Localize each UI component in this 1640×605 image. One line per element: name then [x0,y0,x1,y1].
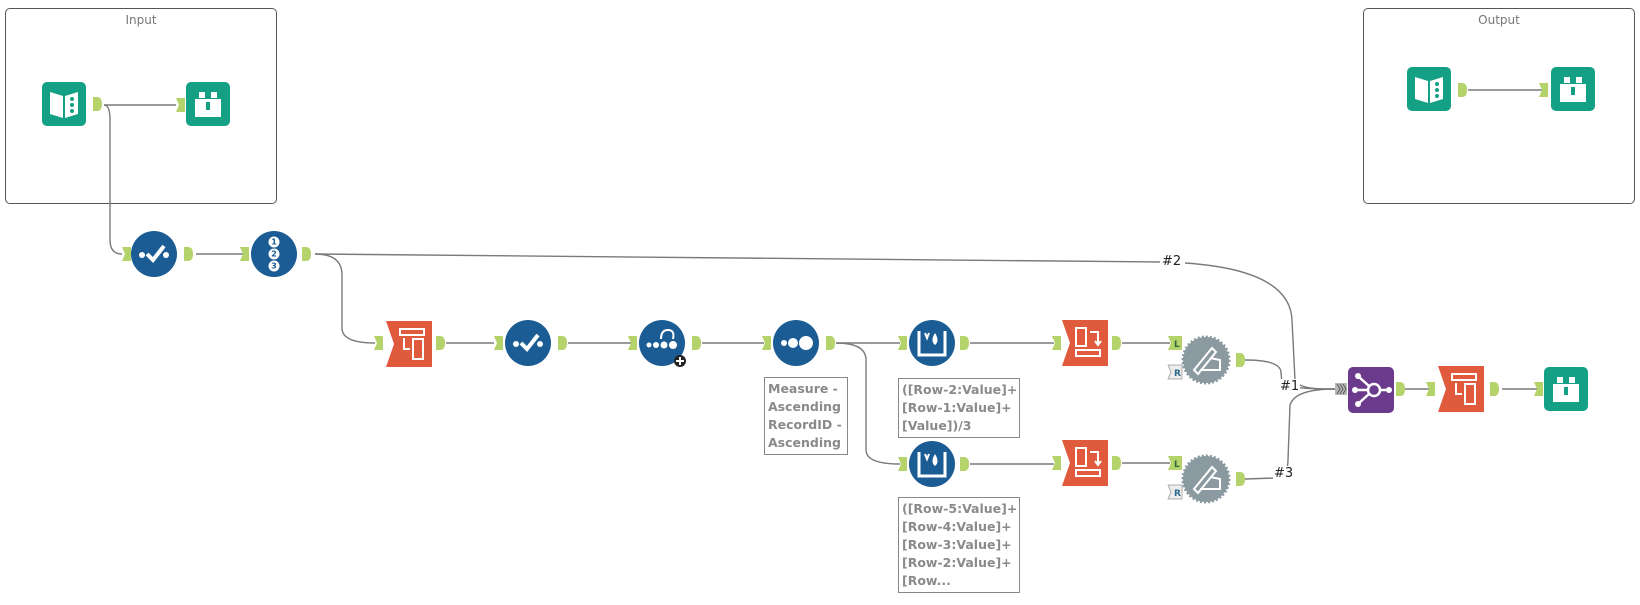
tool-union-1[interactable] [1348,367,1394,413]
output-anchor[interactable] [826,336,835,350]
svg-text:3: 3 [271,262,277,271]
output-anchor[interactable] [436,336,445,350]
tool-multi-row-formula-2[interactable] [909,441,955,487]
anchor-label-l: L [1174,460,1180,470]
output-anchor[interactable] [558,336,567,350]
anchor-label-l: L [1174,340,1180,350]
output-anchor[interactable] [184,247,193,261]
output-anchor[interactable] [960,336,969,350]
left-anchor[interactable]: L [1168,336,1182,350]
tool-generate-rows-1[interactable] [639,320,686,367]
wire-recordid-to-union-2[interactable] [314,253,1161,263]
output-anchor[interactable] [1112,456,1121,470]
tool-cross-tab-2[interactable] [1062,440,1108,486]
tool-browse-2[interactable] [1544,367,1588,411]
tool-transpose-1[interactable] [386,321,432,367]
anchor-label-r: R [1174,369,1181,379]
tool-disabled-2[interactable] [1181,454,1231,504]
wire-sort-to-mrf2[interactable] [835,342,901,465]
input-anchor[interactable] [374,336,383,350]
wire-input-to-select[interactable] [103,104,123,255]
input-anchor[interactable] [1052,456,1061,470]
anchor-label-r: R [1174,489,1181,499]
output-anchor[interactable] [302,247,311,261]
output-anchor[interactable] [93,97,102,111]
output-anchor[interactable] [1490,382,1499,396]
output-anchor[interactable] [1236,353,1245,367]
connection-label-1: #1 [1279,379,1301,394]
output-anchor[interactable] [1112,336,1121,350]
tool-browse-3[interactable] [1551,67,1595,111]
wire-recordid-to-transpose[interactable] [314,253,376,344]
output-anchor[interactable] [1458,83,1467,97]
tool-select-1[interactable] [131,231,177,277]
output-anchor[interactable] [1396,382,1405,396]
input-anchor[interactable] [122,247,131,261]
input-anchor[interactable] [494,336,503,350]
input-anchor[interactable] [176,98,185,112]
left-anchor[interactable]: L [1168,456,1182,470]
connection-label-2: #2 [1161,254,1183,269]
wire-tool1-to-union[interactable] [1244,359,1336,390]
output-anchor[interactable] [692,336,701,350]
output-anchor[interactable] [1236,472,1245,486]
multi-input-anchor[interactable] [1335,383,1347,395]
annotation-multi-row-formula-2: ([Row-5:Value]+ [Row-4:Value]+ [Row-3:Va… [898,497,1020,593]
tool-browse-1[interactable] [186,82,230,126]
tool-transpose-2[interactable] [1438,366,1484,412]
svg-text:2: 2 [271,250,277,259]
tool-cross-tab-1[interactable] [1062,320,1108,366]
wires [103,89,1544,480]
tool-disabled-1[interactable] [1181,335,1231,385]
right-anchor[interactable]: R [1167,364,1183,380]
container-title[interactable]: Input [125,13,157,27]
container-title[interactable]: Output [1478,13,1520,27]
connection-label-3: #3 [1273,466,1295,481]
svg-text:1: 1 [271,238,277,247]
right-anchor[interactable]: R [1167,484,1183,500]
tool-input-data-1[interactable] [42,82,86,126]
annotation-sort: Measure - Ascending RecordID - Ascending [764,377,848,455]
annotation-multi-row-formula-1: ([Row-2:Value]+ [Row-1:Value]+ [Value])/… [898,378,1020,438]
tool-sort-1[interactable] [773,320,819,366]
tool-input-data-2[interactable] [1407,67,1451,111]
output-anchor[interactable] [960,457,969,471]
tool-multi-row-formula-1[interactable] [909,320,955,366]
tool-select-2[interactable] [505,320,551,366]
tool-record-id-1[interactable]: 1 2 3 [251,231,297,277]
